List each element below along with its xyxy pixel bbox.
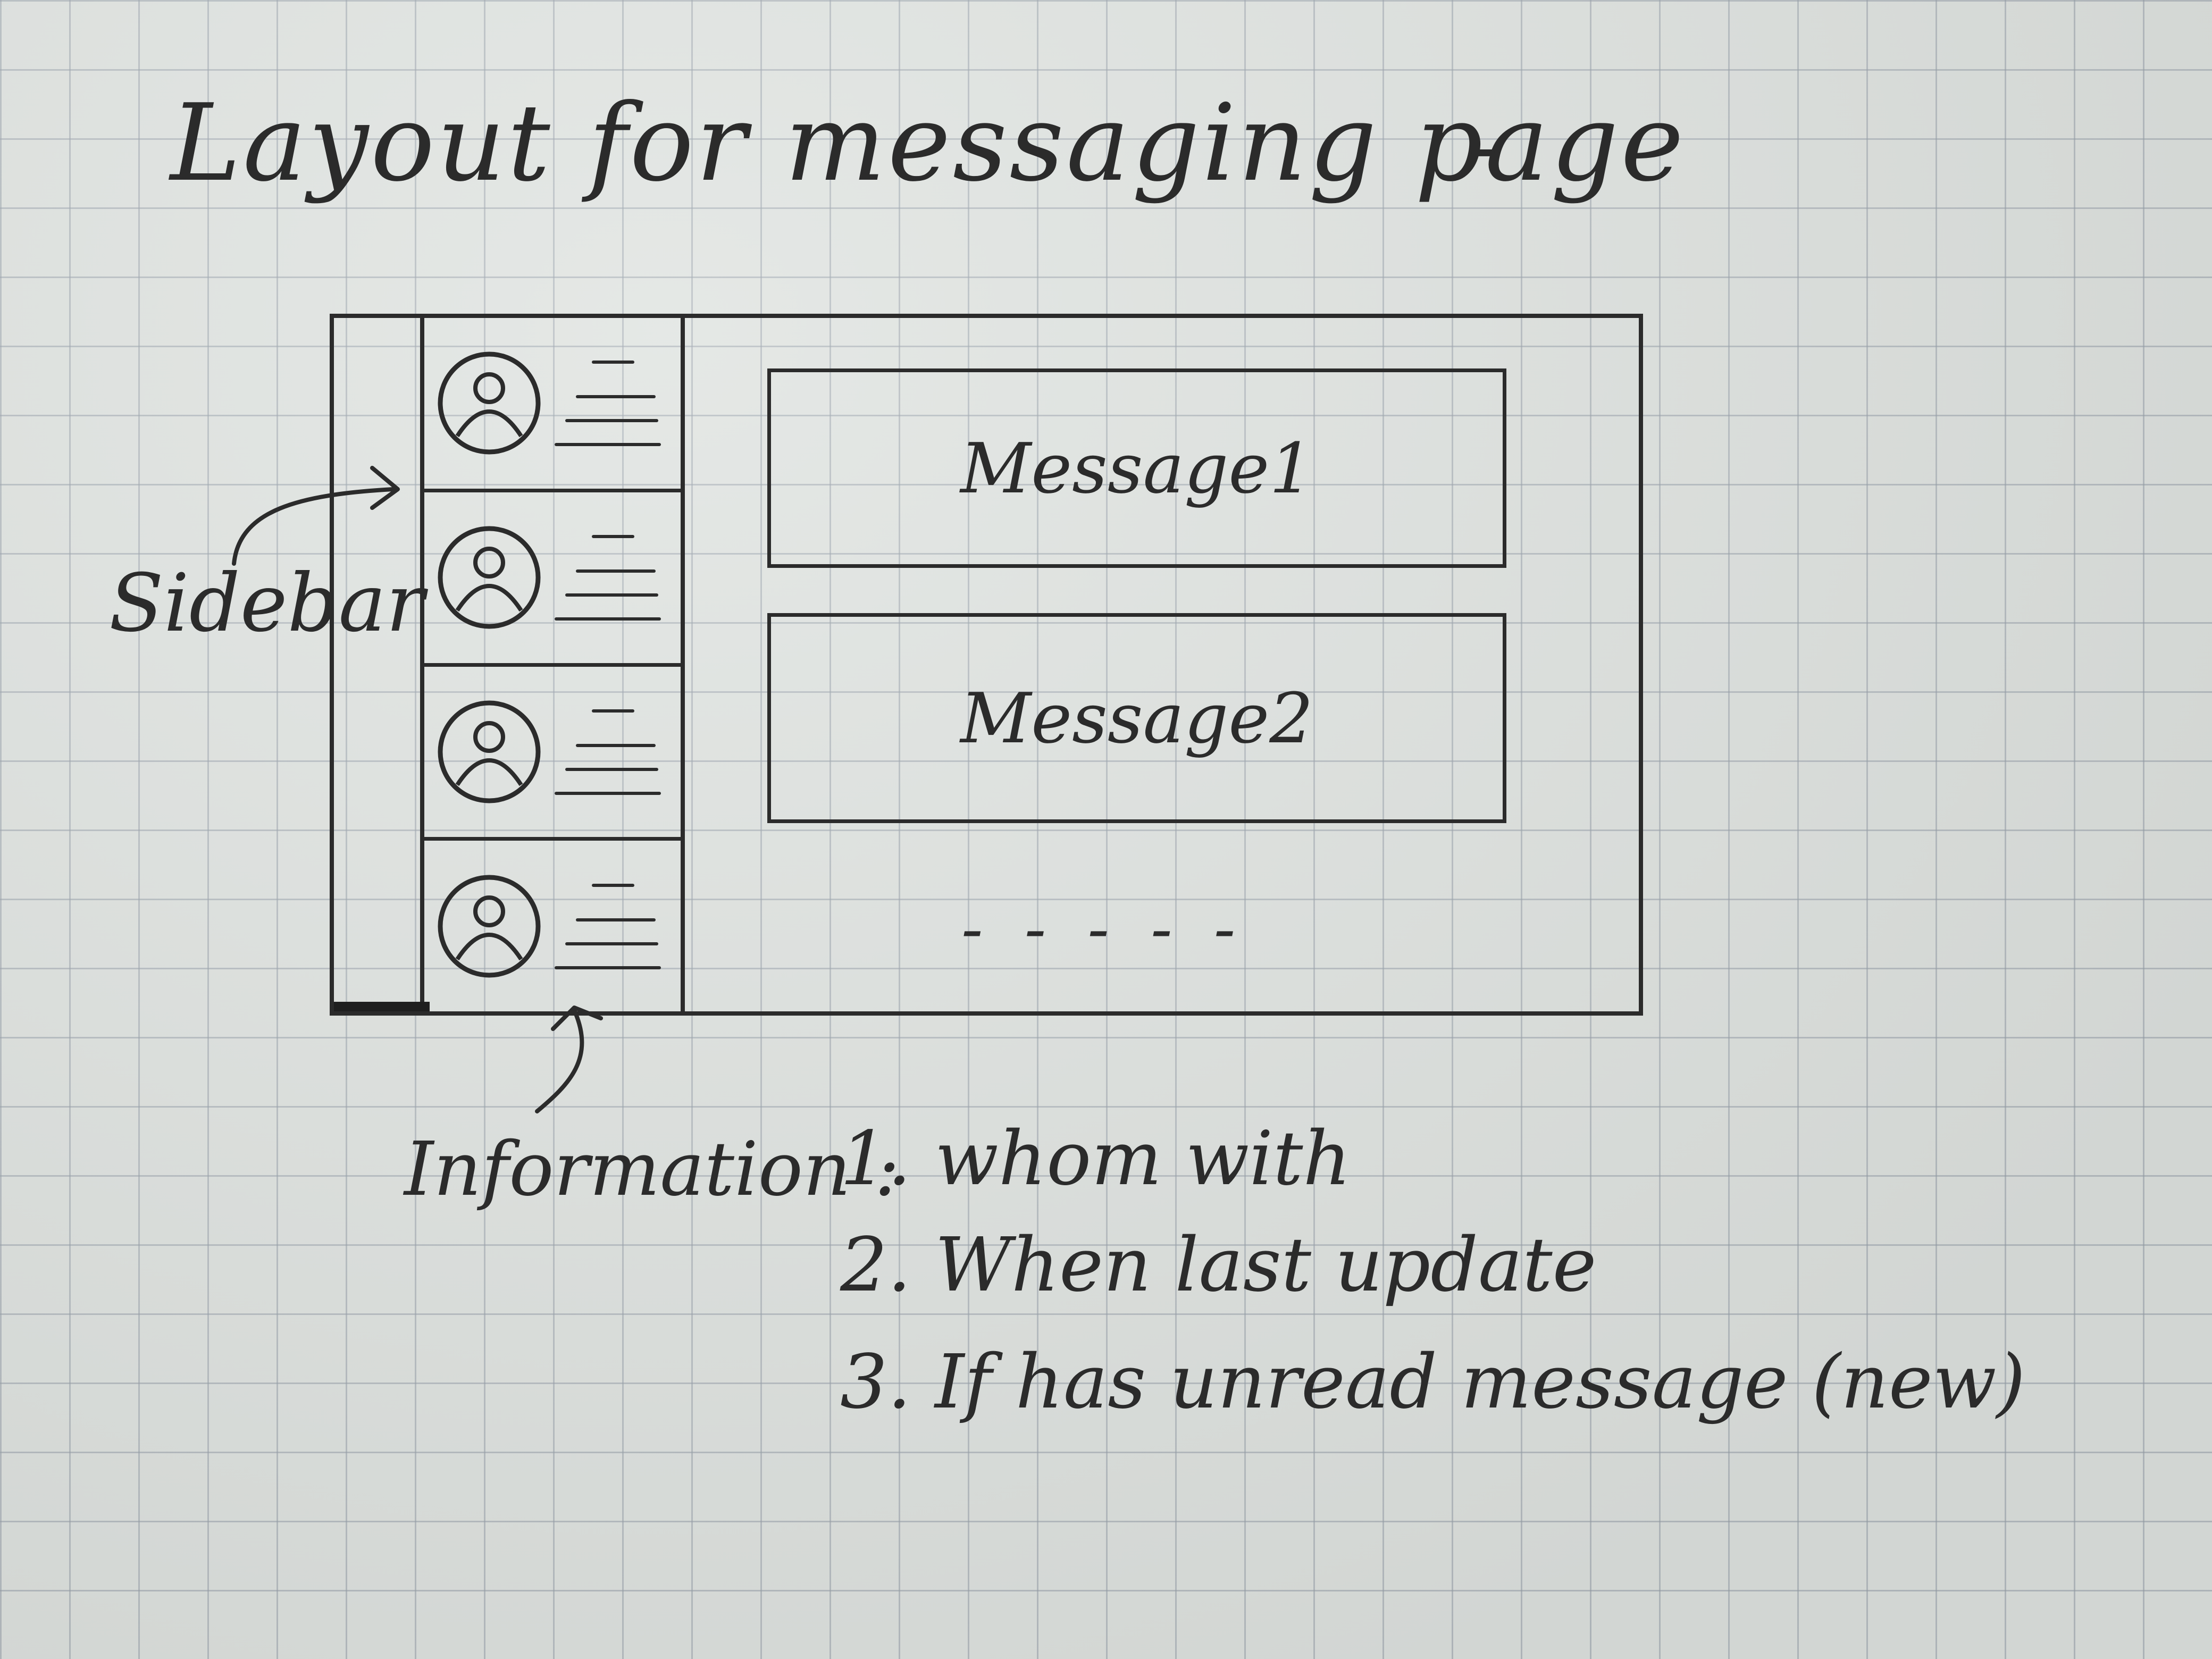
messaging-page-wireframe: Message1 Message2 - - - - - [330, 314, 1643, 1016]
message-area: Message1 Message2 - - - - - [685, 318, 1639, 1011]
information-annotation: Information : [404, 1126, 900, 1213]
conversation-info-lines [555, 350, 672, 456]
conversation-info-lines [555, 699, 672, 805]
person-avatar-icon [438, 700, 541, 803]
conversation-info-lines [555, 524, 672, 631]
message-box[interactable]: Message1 [767, 368, 1506, 568]
information-item: 1. whom with [840, 1116, 1351, 1202]
conversation-item[interactable] [424, 318, 681, 492]
sidebar[interactable] [334, 318, 430, 1011]
person-avatar-icon [438, 875, 541, 978]
information-item: 2. When last update [840, 1222, 1597, 1309]
more-messages-indicator: - - - - - [961, 892, 1246, 966]
person-avatar-icon [438, 351, 541, 455]
conversation-item[interactable] [424, 492, 681, 667]
conversation-item[interactable] [424, 841, 681, 1011]
information-item: 3. If has unread message (new) [840, 1339, 2026, 1426]
conversation-list [424, 318, 685, 1011]
conversation-item[interactable] [424, 667, 681, 841]
page-title: Layout for messaging page [170, 81, 1686, 205]
information-arrow-icon [535, 1008, 584, 1113]
conversation-info-lines [555, 873, 672, 979]
title-trailing-dash: - [1468, 94, 1498, 199]
message-label: Message1 [960, 428, 1313, 509]
person-avatar-icon [438, 526, 541, 629]
sidebar-annotation: Sidebar [109, 557, 424, 650]
message-box[interactable]: Message2 [767, 613, 1506, 823]
message-label: Message2 [960, 677, 1313, 759]
